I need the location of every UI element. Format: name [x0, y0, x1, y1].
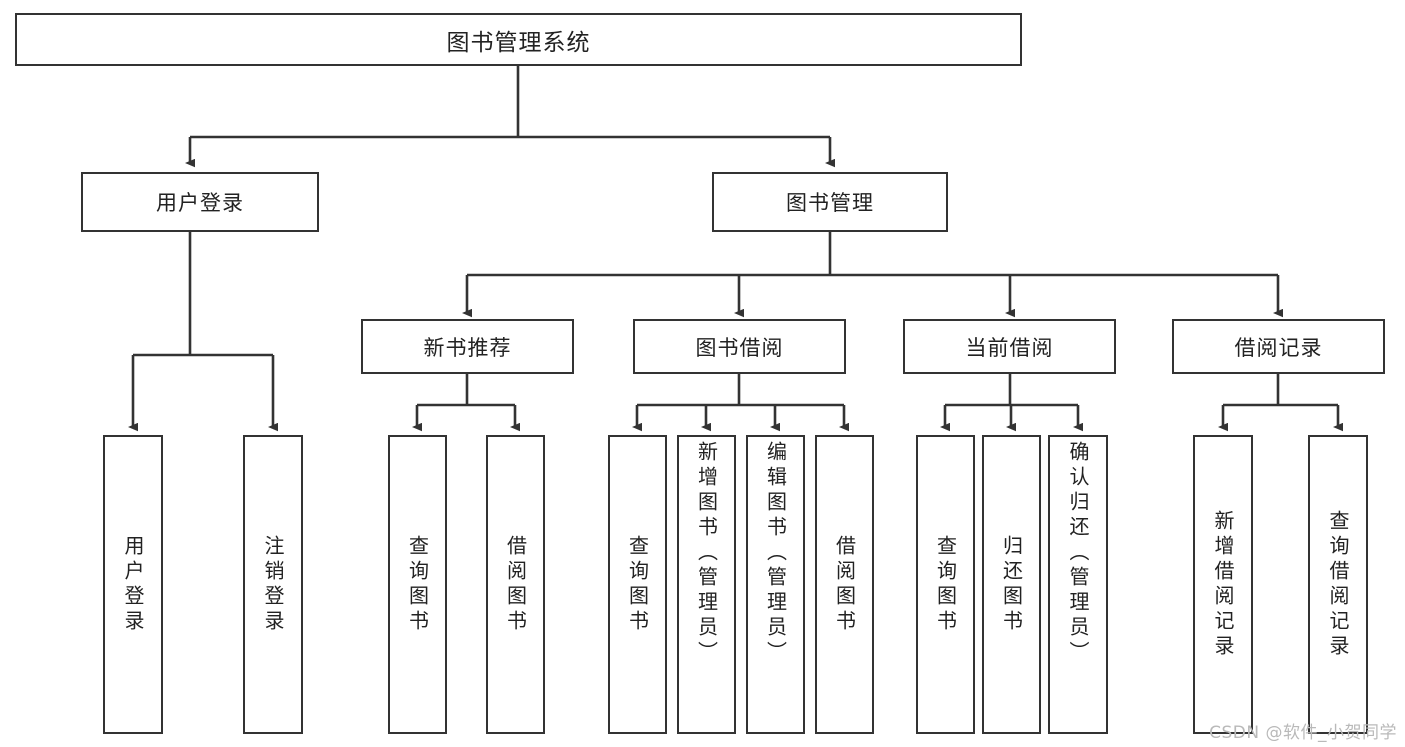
node-root[interactable]: 图书管理系统: [15, 13, 1022, 66]
node-label: 图书管理系统: [446, 29, 591, 56]
node-label: 用户登录: [156, 191, 244, 215]
node-label: 归还图书: [999, 534, 1024, 635]
leaf-confirm-return-admin[interactable]: 确认归还（管理员）: [1048, 435, 1108, 734]
leaf-logout[interactable]: 注销登录: [243, 435, 303, 734]
node-book-management[interactable]: 图书管理: [712, 172, 948, 232]
node-current-borrow[interactable]: 当前借阅: [903, 319, 1116, 374]
node-label: 确认归还（管理员）: [1066, 441, 1090, 666]
node-label: 借阅记录: [1234, 335, 1323, 360]
node-label: 借阅图书: [832, 534, 857, 635]
leaf-user-login[interactable]: 用户登录: [103, 435, 163, 734]
node-user-login[interactable]: 用户登录: [81, 172, 319, 232]
watermark: CSDN @软件_小贺同学: [1209, 723, 1397, 743]
leaf-query-book-current[interactable]: 查询图书: [916, 435, 975, 734]
node-label: 新增图书（管理员）: [694, 441, 719, 666]
node-label: 新书推荐: [423, 335, 512, 360]
node-label: 注销登录: [261, 534, 285, 635]
node-new-book-recommend[interactable]: 新书推荐: [361, 319, 574, 374]
leaf-query-borrow-record[interactable]: 查询借阅记录: [1308, 435, 1368, 734]
node-label: 当前借阅: [965, 335, 1054, 360]
leaf-borrow-book-recommend[interactable]: 借阅图书: [486, 435, 545, 734]
leaf-edit-book-admin[interactable]: 编辑图书（管理员）: [746, 435, 805, 734]
node-label: 查询借阅记录: [1326, 509, 1350, 660]
leaf-return-book[interactable]: 归还图书: [982, 435, 1041, 734]
node-label: 借阅图书: [503, 534, 528, 635]
node-label: 图书管理: [786, 191, 874, 215]
node-label: 图书借阅: [695, 335, 784, 360]
node-label: 新增借阅记录: [1211, 509, 1235, 660]
leaf-borrow-book[interactable]: 借阅图书: [815, 435, 874, 734]
node-borrow-records[interactable]: 借阅记录: [1172, 319, 1385, 374]
node-label: 查询图书: [933, 534, 958, 635]
node-label: 编辑图书（管理员）: [763, 441, 788, 666]
node-label: 查询图书: [405, 534, 430, 635]
leaf-query-book-borrow[interactable]: 查询图书: [608, 435, 667, 734]
node-label: 用户登录: [121, 534, 145, 635]
leaf-add-borrow-record[interactable]: 新增借阅记录: [1193, 435, 1253, 734]
node-book-borrow[interactable]: 图书借阅: [633, 319, 846, 374]
node-label: 查询图书: [625, 534, 650, 635]
leaf-add-book-admin[interactable]: 新增图书（管理员）: [677, 435, 736, 734]
leaf-query-book-recommend[interactable]: 查询图书: [388, 435, 447, 734]
